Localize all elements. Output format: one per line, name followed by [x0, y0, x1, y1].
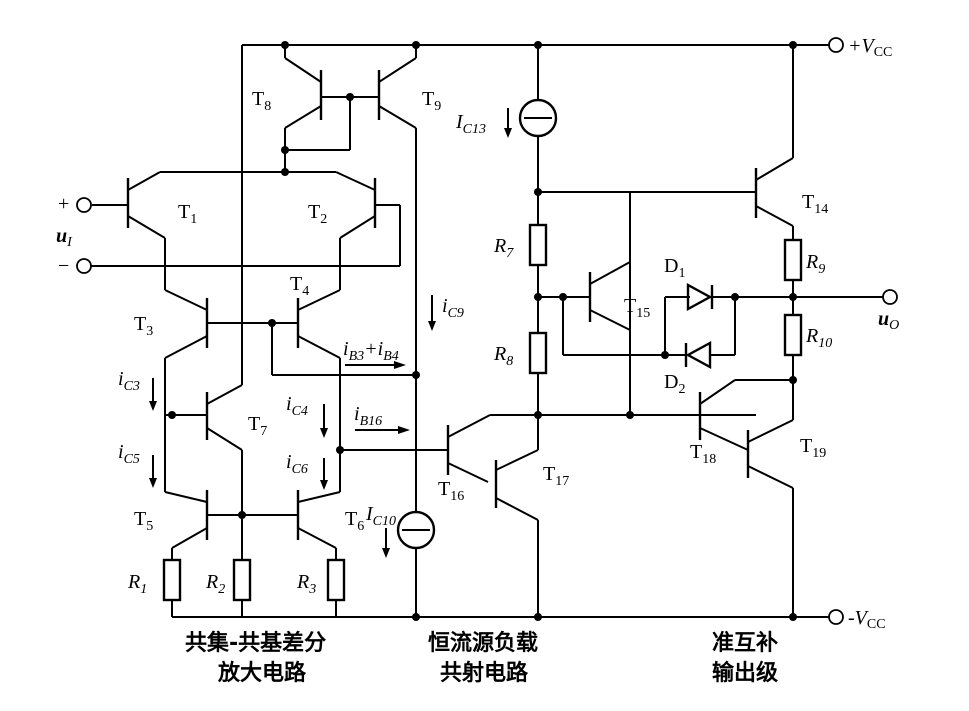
- output-voltage-label: uO: [878, 308, 899, 333]
- label-t6: T6: [345, 508, 364, 534]
- label-ib3-ib4: iB3+iB4: [343, 338, 399, 364]
- label-r8: R8: [493, 343, 513, 369]
- label-t15: T15: [624, 295, 650, 321]
- label-t19: T19: [800, 435, 826, 461]
- label-r7: R7: [493, 235, 514, 261]
- vcc-neg-label: -VCC: [848, 607, 886, 632]
- section-diff-amp-line1: 共集-共基差分: [185, 630, 326, 656]
- transistor-t2: [335, 171, 401, 290]
- label-r1: R1: [127, 571, 147, 597]
- section-ce-stage-line2: 共射电路: [440, 660, 529, 686]
- label-r9: R9: [805, 251, 825, 277]
- section-ce-stage-line1: 恒流源负载: [428, 630, 538, 656]
- label-r3: R3: [296, 571, 316, 597]
- transistor-t15: [538, 261, 631, 331]
- transistor-t8: [284, 45, 350, 150]
- label-ib16: iB16: [354, 403, 382, 429]
- transistor-t6: [296, 490, 341, 560]
- resistor-r8: [528, 331, 548, 375]
- label-t5: T5: [134, 508, 153, 534]
- label-t1: T1: [178, 201, 197, 227]
- resistor-r7: [528, 223, 548, 267]
- vcc-neg-terminal: [828, 609, 844, 625]
- label-t2: T2: [308, 201, 327, 227]
- label-t17: T17: [543, 463, 569, 489]
- label-d1: D1: [664, 255, 685, 281]
- transistor-t7: [172, 45, 243, 515]
- input-voltage-label: uI: [56, 225, 73, 250]
- transistor-t9: [350, 45, 417, 375]
- label-ic10: IC10: [365, 503, 396, 529]
- label-r10: R10: [805, 325, 832, 351]
- label-t3: T3: [134, 313, 153, 339]
- label-t8: T8: [252, 88, 271, 114]
- output-terminal: [882, 289, 898, 305]
- transistor-t19: [746, 380, 794, 617]
- resistor-r2: [232, 558, 252, 602]
- resistor-r1: [162, 558, 182, 602]
- input-minus-label: −: [58, 255, 69, 277]
- label-t9: T9: [422, 88, 441, 114]
- current-arrows: [149, 108, 512, 558]
- section-output-line2: 输出级: [712, 660, 778, 686]
- label-ic5: iC5: [118, 441, 140, 467]
- label-t18: T18: [690, 441, 716, 467]
- diode-d2: [665, 297, 736, 370]
- label-ic9: iC9: [442, 295, 464, 321]
- section-output-line1: 准互补: [712, 631, 778, 656]
- transistor-t3: [164, 289, 209, 415]
- resistor-r10: [783, 313, 803, 357]
- label-ic4: iC4: [286, 393, 308, 419]
- section-diff-amp-line2: 放大电路: [217, 660, 307, 686]
- input-plus-label: +: [58, 193, 69, 215]
- label-r2: R2: [205, 571, 225, 597]
- transistor-t4: [296, 289, 341, 415]
- input-plus-terminal: [76, 197, 92, 213]
- label-ic13: IC13: [455, 111, 486, 137]
- transistor-t14: [754, 45, 794, 240]
- label-t14: T14: [802, 191, 828, 217]
- diode-d1: [665, 282, 793, 312]
- junction-dots: [168, 41, 797, 621]
- label-ic6: iC6: [286, 451, 308, 477]
- vcc-pos-label: +VCC: [848, 35, 892, 60]
- label-ic3: iC3: [118, 368, 140, 394]
- resistor-r3: [326, 558, 346, 602]
- vcc-pos-terminal: [828, 37, 844, 53]
- label-d2: D2: [664, 371, 685, 397]
- label-t7: T7: [248, 413, 267, 439]
- transistor-t5: [164, 490, 209, 560]
- input-minus-terminal: [76, 258, 92, 274]
- transistor-t1: [92, 171, 166, 290]
- label-t16: T16: [438, 478, 464, 504]
- transistor-t16: [446, 414, 491, 483]
- transistor-t17: [494, 449, 539, 617]
- transistor-t18: [698, 379, 793, 451]
- label-t4: T4: [290, 273, 309, 299]
- resistor-r9: [783, 238, 803, 282]
